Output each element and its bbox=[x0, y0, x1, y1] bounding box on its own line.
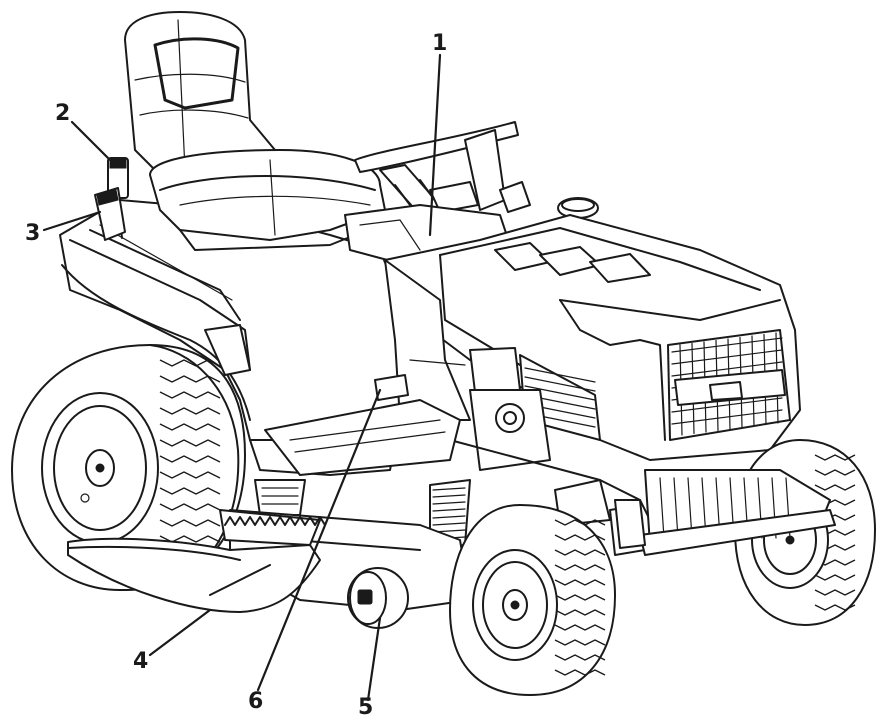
front-left-wheel bbox=[449, 504, 616, 696]
leader-3 bbox=[42, 210, 102, 232]
footrest bbox=[264, 374, 461, 476]
steering-wheel bbox=[354, 121, 519, 246]
callout-2: 2 bbox=[55, 101, 70, 126]
leader-6 bbox=[256, 388, 382, 692]
leader-2 bbox=[70, 120, 114, 164]
callout-4: 4 bbox=[133, 649, 148, 674]
callout-6: 6 bbox=[248, 689, 263, 714]
callout-5: 5 bbox=[358, 695, 373, 717]
front-grille bbox=[667, 329, 791, 441]
seat bbox=[124, 11, 386, 251]
height-adjust-lever bbox=[94, 187, 126, 241]
callout-leaders bbox=[42, 53, 442, 702]
callout-3: 3 bbox=[25, 221, 40, 246]
front-bumper bbox=[614, 469, 836, 556]
engine-frame bbox=[429, 389, 661, 556]
rear-left-wheel bbox=[11, 344, 246, 592]
discharge-chute bbox=[67, 537, 321, 613]
leader-4 bbox=[148, 608, 212, 657]
leader-5 bbox=[366, 616, 382, 702]
deck-gauge-wheel bbox=[347, 567, 409, 629]
leader-1 bbox=[428, 53, 442, 237]
callout-1: 1 bbox=[432, 31, 447, 56]
